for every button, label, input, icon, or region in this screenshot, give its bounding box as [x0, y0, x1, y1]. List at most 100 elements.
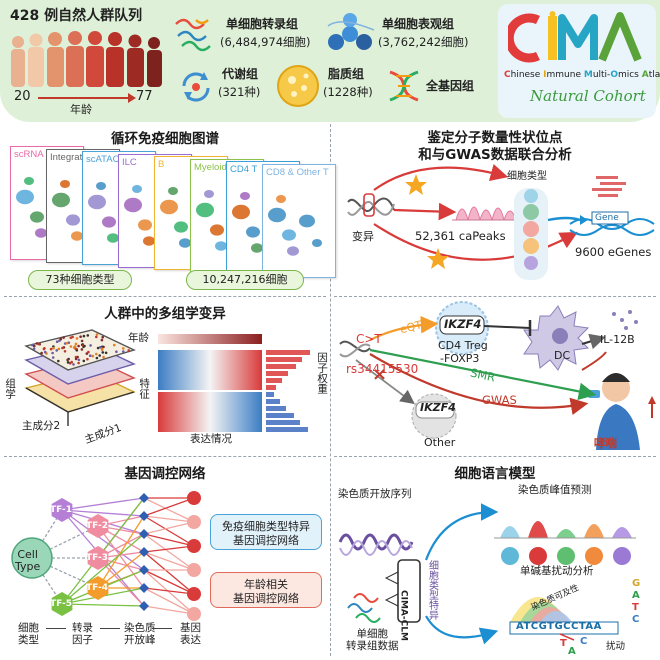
tf-node-3	[87, 546, 109, 570]
perturb-base-c: C	[632, 614, 640, 625]
il12b-label: IL-12B	[600, 333, 635, 346]
grn-legend-item-0: 细胞类型	[18, 622, 39, 647]
other-cell-icon	[411, 393, 457, 439]
capeaks-count: 52,361 caPeaks	[415, 229, 506, 243]
treg-label: CD4 Treg	[438, 339, 488, 352]
age-arrow	[38, 93, 136, 103]
gene-node	[187, 515, 201, 529]
tf-node-2	[87, 514, 109, 538]
tf-label-1: TF-1	[50, 505, 73, 515]
egenes-count: 9600 eGenes	[575, 245, 652, 259]
omics-name-2: 代谢组	[222, 67, 259, 81]
feature-label: 特征	[138, 378, 151, 399]
tf-node-5	[51, 592, 73, 616]
ikzf4-other-label: IKZF4	[420, 401, 456, 414]
atlas-title: 循环免疫细胞图谱	[111, 131, 219, 147]
seq-label: 染色质开放序列	[338, 488, 412, 500]
age-grn-box: 年龄相关基因调控网络	[210, 572, 322, 608]
gene-label: Gene	[595, 213, 619, 223]
tf-label-3: TF-3	[86, 553, 109, 563]
chromatin-peaks-icon	[452, 206, 520, 221]
treg-cell-icon	[435, 301, 489, 355]
cell-specific-grn-box: 免疫细胞类型特异基因调控网络	[210, 514, 322, 550]
factor-heatmap	[158, 334, 310, 432]
tf-label-5: TF-5	[50, 599, 73, 609]
omics-name-4: 全基因组	[426, 79, 475, 93]
genome-icon	[389, 70, 419, 102]
cima-tagline: Natural Cohort	[530, 87, 646, 105]
perturbation-peaks-icon	[509, 597, 619, 641]
omics-name-1: 单细胞表观组	[382, 17, 455, 31]
lipidome-icon	[277, 65, 319, 107]
cell-types-icon	[514, 188, 548, 280]
sc-epigenome-icon	[327, 13, 375, 50]
gene-node	[187, 563, 201, 577]
grn-legend-item-2: 染色质开放峰	[124, 622, 156, 647]
gene-node	[187, 607, 201, 621]
dna-helix-icon	[339, 340, 371, 358]
pc2-label: 主成分2	[22, 420, 61, 432]
peak-pred-label: 染色质峰值预测	[518, 484, 592, 496]
svg-text:×: ×	[372, 364, 387, 385]
allele-label: C>T	[356, 332, 382, 346]
omics-count-1: (3,762,242细胞)	[378, 35, 469, 49]
cima-subtitle: Chinese Immune Multi-Omics Atlas	[504, 70, 660, 80]
grn-legend-item-1: 转录因子	[72, 622, 93, 647]
metabolome-icon	[182, 72, 210, 102]
atlas-card-label-0: scRNA	[14, 149, 44, 160]
omics-name-0: 单细胞转录组	[226, 17, 299, 31]
atlas-card-label-6: CD4 T	[230, 164, 258, 175]
age-min: 20	[14, 89, 31, 104]
gene-icon	[569, 176, 655, 236]
gene-node	[187, 587, 201, 601]
population-people-icon	[11, 31, 162, 87]
star-icon	[405, 174, 427, 195]
ikzf4-treg-label: IKZF4	[444, 317, 482, 331]
qtl-diagram	[347, 164, 655, 280]
omics-count-3: (1228种)	[323, 85, 373, 99]
omics-count-0: (6,484,974细胞)	[220, 35, 311, 49]
dc-cell-icon	[523, 305, 590, 371]
perturb-title: 单碱基扰动分析	[520, 565, 594, 577]
multiomics-title: 人群中的多组学变异	[104, 306, 226, 322]
chromatin-sequence-icon	[338, 533, 414, 556]
omics-axis-label: 组学	[4, 378, 17, 399]
atlas-card-7: CD8 & Other T	[262, 163, 336, 278]
cohort-title: 428 例自然人群队列	[10, 8, 143, 24]
peak-node	[139, 583, 149, 593]
cell-row-icon	[501, 547, 631, 565]
atlas-card-label-4: B	[158, 159, 165, 170]
tf-node-4	[87, 576, 109, 600]
tf-label-4: TF-4	[86, 583, 109, 593]
clm-model-label: CIMA-CLM	[398, 590, 409, 641]
omics-count-2: (321种)	[218, 85, 261, 99]
qtl-title-2: 和与GWAS数据联合分析	[418, 147, 572, 163]
tf-label-2: TF-2	[86, 521, 109, 531]
qtl-title-1: 鉴定分子数量性状位点	[427, 130, 563, 146]
gwas-label: GWAS	[482, 393, 517, 407]
sequence-label: ATCGTGCCTAA	[516, 621, 602, 632]
perturb-base-a: A	[632, 590, 640, 601]
peak-node	[139, 547, 149, 557]
peak-node	[139, 493, 149, 503]
clm-model-icon	[384, 559, 421, 623]
peak-node	[139, 529, 149, 539]
asthma-label: 哮喘	[594, 436, 617, 450]
cima-logo	[508, 11, 642, 63]
cell-specific-label: 细胞类型特异	[426, 560, 438, 620]
gene-node	[187, 539, 201, 553]
atlas-stat-cells: 10,247,216细胞	[186, 270, 304, 290]
clm-title: 细胞语言模型	[454, 466, 536, 482]
peak-node	[139, 601, 149, 611]
omics-name-3: 脂质组	[328, 67, 365, 81]
expression-label: 表达情况	[190, 433, 232, 445]
foxp3-label: -FOXP3	[440, 352, 480, 365]
perturb-a-label: A	[568, 646, 576, 657]
clm-diagram	[338, 503, 636, 645]
age-label: 年龄	[70, 103, 92, 116]
variant-label: 变异	[352, 230, 374, 243]
gene-node	[187, 491, 201, 505]
sc-transcriptome-icon	[175, 18, 211, 52]
cell-type-label: 细胞类型	[507, 171, 547, 182]
